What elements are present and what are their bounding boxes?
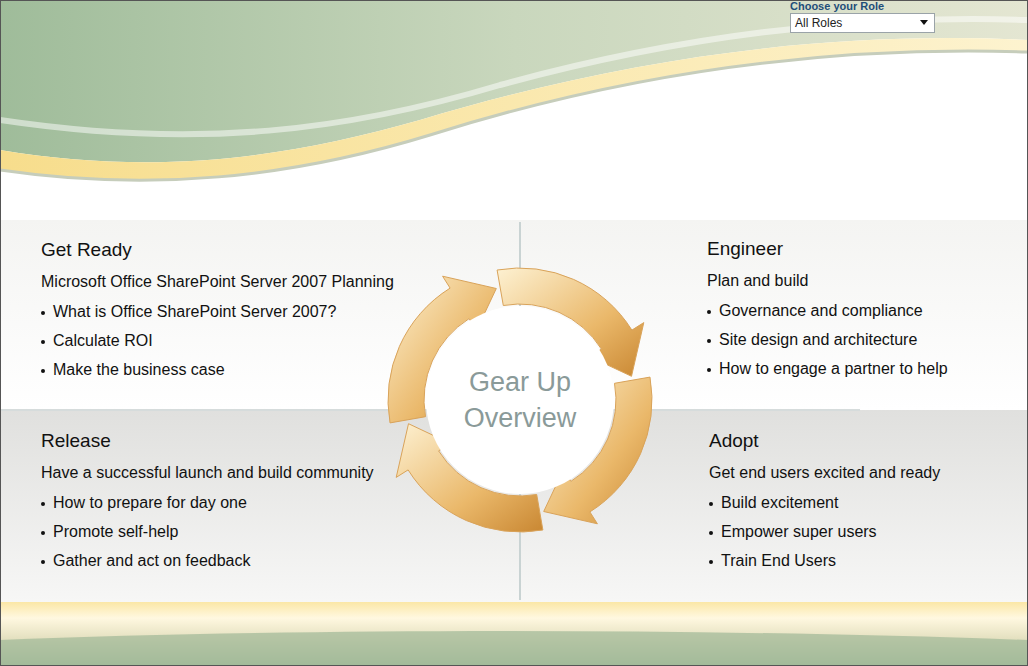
bullet-item: Train End Users bbox=[709, 552, 940, 570]
bullet-item: Site design and architecture bbox=[707, 331, 948, 349]
phase-subtitle: Plan and build bbox=[707, 272, 948, 290]
dropdown-arrow bbox=[920, 20, 930, 26]
bullet-dot bbox=[709, 531, 713, 535]
cycle-title: Gear Up Overview bbox=[440, 364, 600, 436]
bullet-item: Empower super users bbox=[709, 523, 940, 541]
bullet-item: Governance and compliance bbox=[707, 302, 948, 320]
field-label: Choose your Role bbox=[790, 0, 884, 12]
phase-subtitle: Have a successful launch and build commu… bbox=[41, 464, 374, 482]
bullet-dot bbox=[707, 368, 711, 372]
phase-heading: Get Ready bbox=[41, 239, 394, 261]
phase-subtitle: Microsoft Office SharePoint Server 2007 … bbox=[41, 273, 394, 291]
bullet-dot bbox=[709, 502, 713, 506]
phase-heading: Engineer bbox=[707, 238, 948, 260]
bullet-dot bbox=[707, 339, 711, 343]
phase-panel: EngineerPlan and buildGovernance and com… bbox=[707, 238, 948, 389]
bullet-item: What is Office SharePoint Server 2007? bbox=[41, 303, 394, 321]
dropdown-value: All Roles bbox=[791, 14, 934, 32]
bullet-item: Build excitement bbox=[709, 494, 940, 512]
bullet-dot bbox=[41, 311, 45, 315]
bullet-item: Promote self-help bbox=[41, 523, 374, 541]
bullet-item: Make the business case bbox=[41, 361, 394, 379]
bullet-dot bbox=[707, 310, 711, 314]
bullet-item: How to prepare for day one bbox=[41, 494, 374, 512]
bullet-item: Gather and act on feedback bbox=[41, 552, 374, 570]
bullet-item: Calculate ROI bbox=[41, 332, 394, 350]
role-dropdown: All Roles bbox=[790, 13, 935, 33]
bullet-dot bbox=[41, 340, 45, 344]
phase-heading: Adopt bbox=[709, 430, 940, 452]
bullet-dot bbox=[709, 560, 713, 564]
bullet-dot bbox=[41, 369, 45, 373]
phase-subtitle: Get end users excited and ready bbox=[709, 464, 940, 482]
bullet-item: How to engage a partner to help bbox=[707, 360, 948, 378]
phase-panel: Get ReadyMicrosoft Office SharePoint Ser… bbox=[41, 239, 394, 390]
bullet-dot bbox=[41, 560, 45, 564]
cycle-center: Gear Up Overview bbox=[440, 364, 600, 436]
phase-panel: ReleaseHave a successful launch and buil… bbox=[41, 430, 374, 581]
phase-heading: Release bbox=[41, 430, 374, 452]
bullet-dot bbox=[41, 531, 45, 535]
bullet-dot bbox=[41, 502, 45, 506]
phase-panel: AdoptGet end users excited and readyBuil… bbox=[709, 430, 940, 581]
